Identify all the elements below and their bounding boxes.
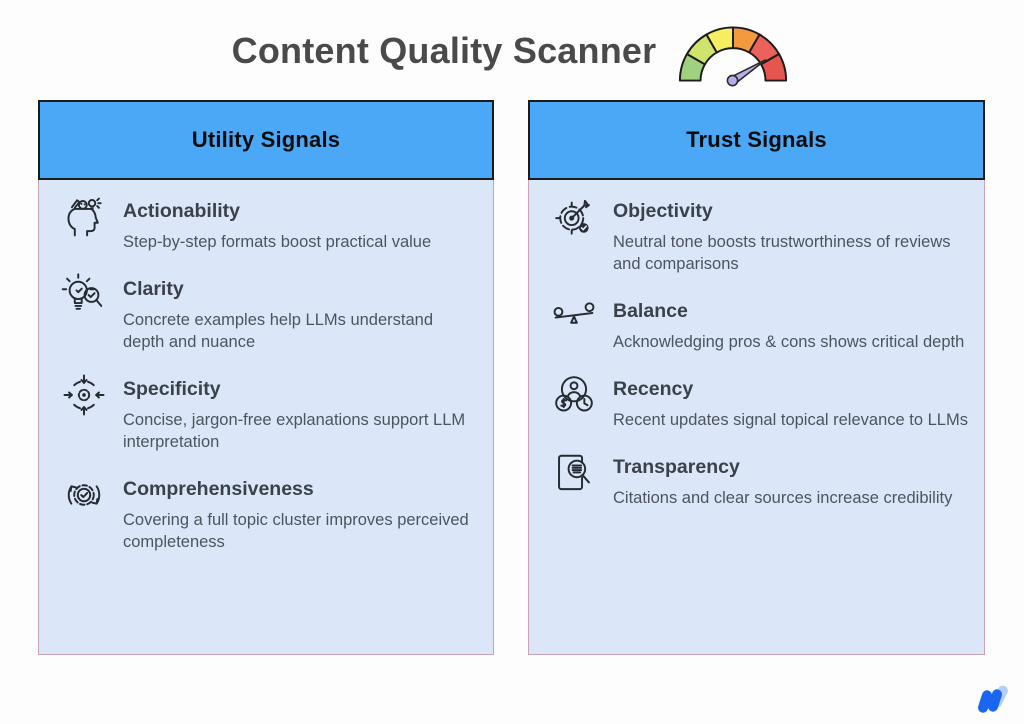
item-description: Step-by-step formats boost practical val… (123, 233, 432, 251)
item-title: Balance (613, 299, 688, 322)
panel-utility-signals: Utility Signals Actionab (38, 100, 494, 655)
item-title: Recency (613, 377, 694, 400)
target-focus-icon (59, 372, 109, 418)
item-title: Comprehensiveness (123, 477, 314, 500)
item-title: Transparency (613, 455, 740, 478)
item-actionability: Actionability Step-by-step formats boost… (59, 196, 479, 254)
utility-signals-header: Utility Signals (38, 100, 494, 180)
item-description: Citations and clear sources increase cre… (613, 488, 953, 507)
item-title: Clarity (123, 277, 184, 300)
item-objectivity: Objectivity Neutral tone boosts trustwor… (549, 196, 970, 276)
dartboard-arrow-icon (549, 194, 599, 240)
item-description: Neutral tone boosts trustworthiness of r… (613, 233, 951, 273)
item-title: Actionability (123, 200, 241, 222)
person-money-clock-icon (549, 372, 599, 418)
lightbulb-magnifier-icon (59, 272, 109, 318)
item-comprehensiveness: Comprehensiveness Covering a full topic … (59, 474, 479, 554)
item-description: Recent updates signal topical relevance … (613, 410, 968, 429)
document-magnifier-icon (549, 450, 599, 496)
item-description: Concise, jargon-free explanations suppor… (123, 410, 466, 451)
creative-head-icon (59, 194, 109, 240)
trust-signals-header: Trust Signals (528, 100, 985, 180)
trust-signals-body: Objectivity Neutral tone boosts trustwor… (528, 180, 985, 655)
item-description: Concrete examples help LLMs understand d… (123, 310, 434, 351)
item-description: Acknowledging pros & cons shows critical… (613, 332, 965, 351)
gear-check-cycle-icon (59, 472, 109, 518)
item-description: Covering a full topic cluster improves p… (123, 510, 469, 551)
item-clarity: Clarity Concrete examples help LLMs unde… (59, 272, 479, 354)
title-row: Content Quality Scanner (0, 10, 1024, 92)
balance-seesaw-icon (549, 294, 599, 340)
utility-signals-body: Actionability Step-by-step formats boost… (38, 180, 494, 655)
gauge-needle (726, 59, 767, 87)
item-specificity: Specificity Concise, jargon-free explana… (59, 374, 479, 454)
item-title: Objectivity (613, 200, 713, 222)
item-balance: Balance Acknowledging pros & cons shows … (549, 296, 970, 354)
item-recency: Recency Recent updates signal topical re… (549, 374, 970, 432)
writesonic-w-logo (977, 685, 1008, 713)
panel-trust-signals: Trust Signals Objectivity N (528, 100, 985, 655)
item-transparency: Transparency Citations and clear sources… (549, 452, 970, 510)
item-title: Specificity (123, 377, 221, 400)
quality-gauge-icon (679, 26, 788, 87)
page-title: Content Quality Scanner (231, 30, 657, 71)
